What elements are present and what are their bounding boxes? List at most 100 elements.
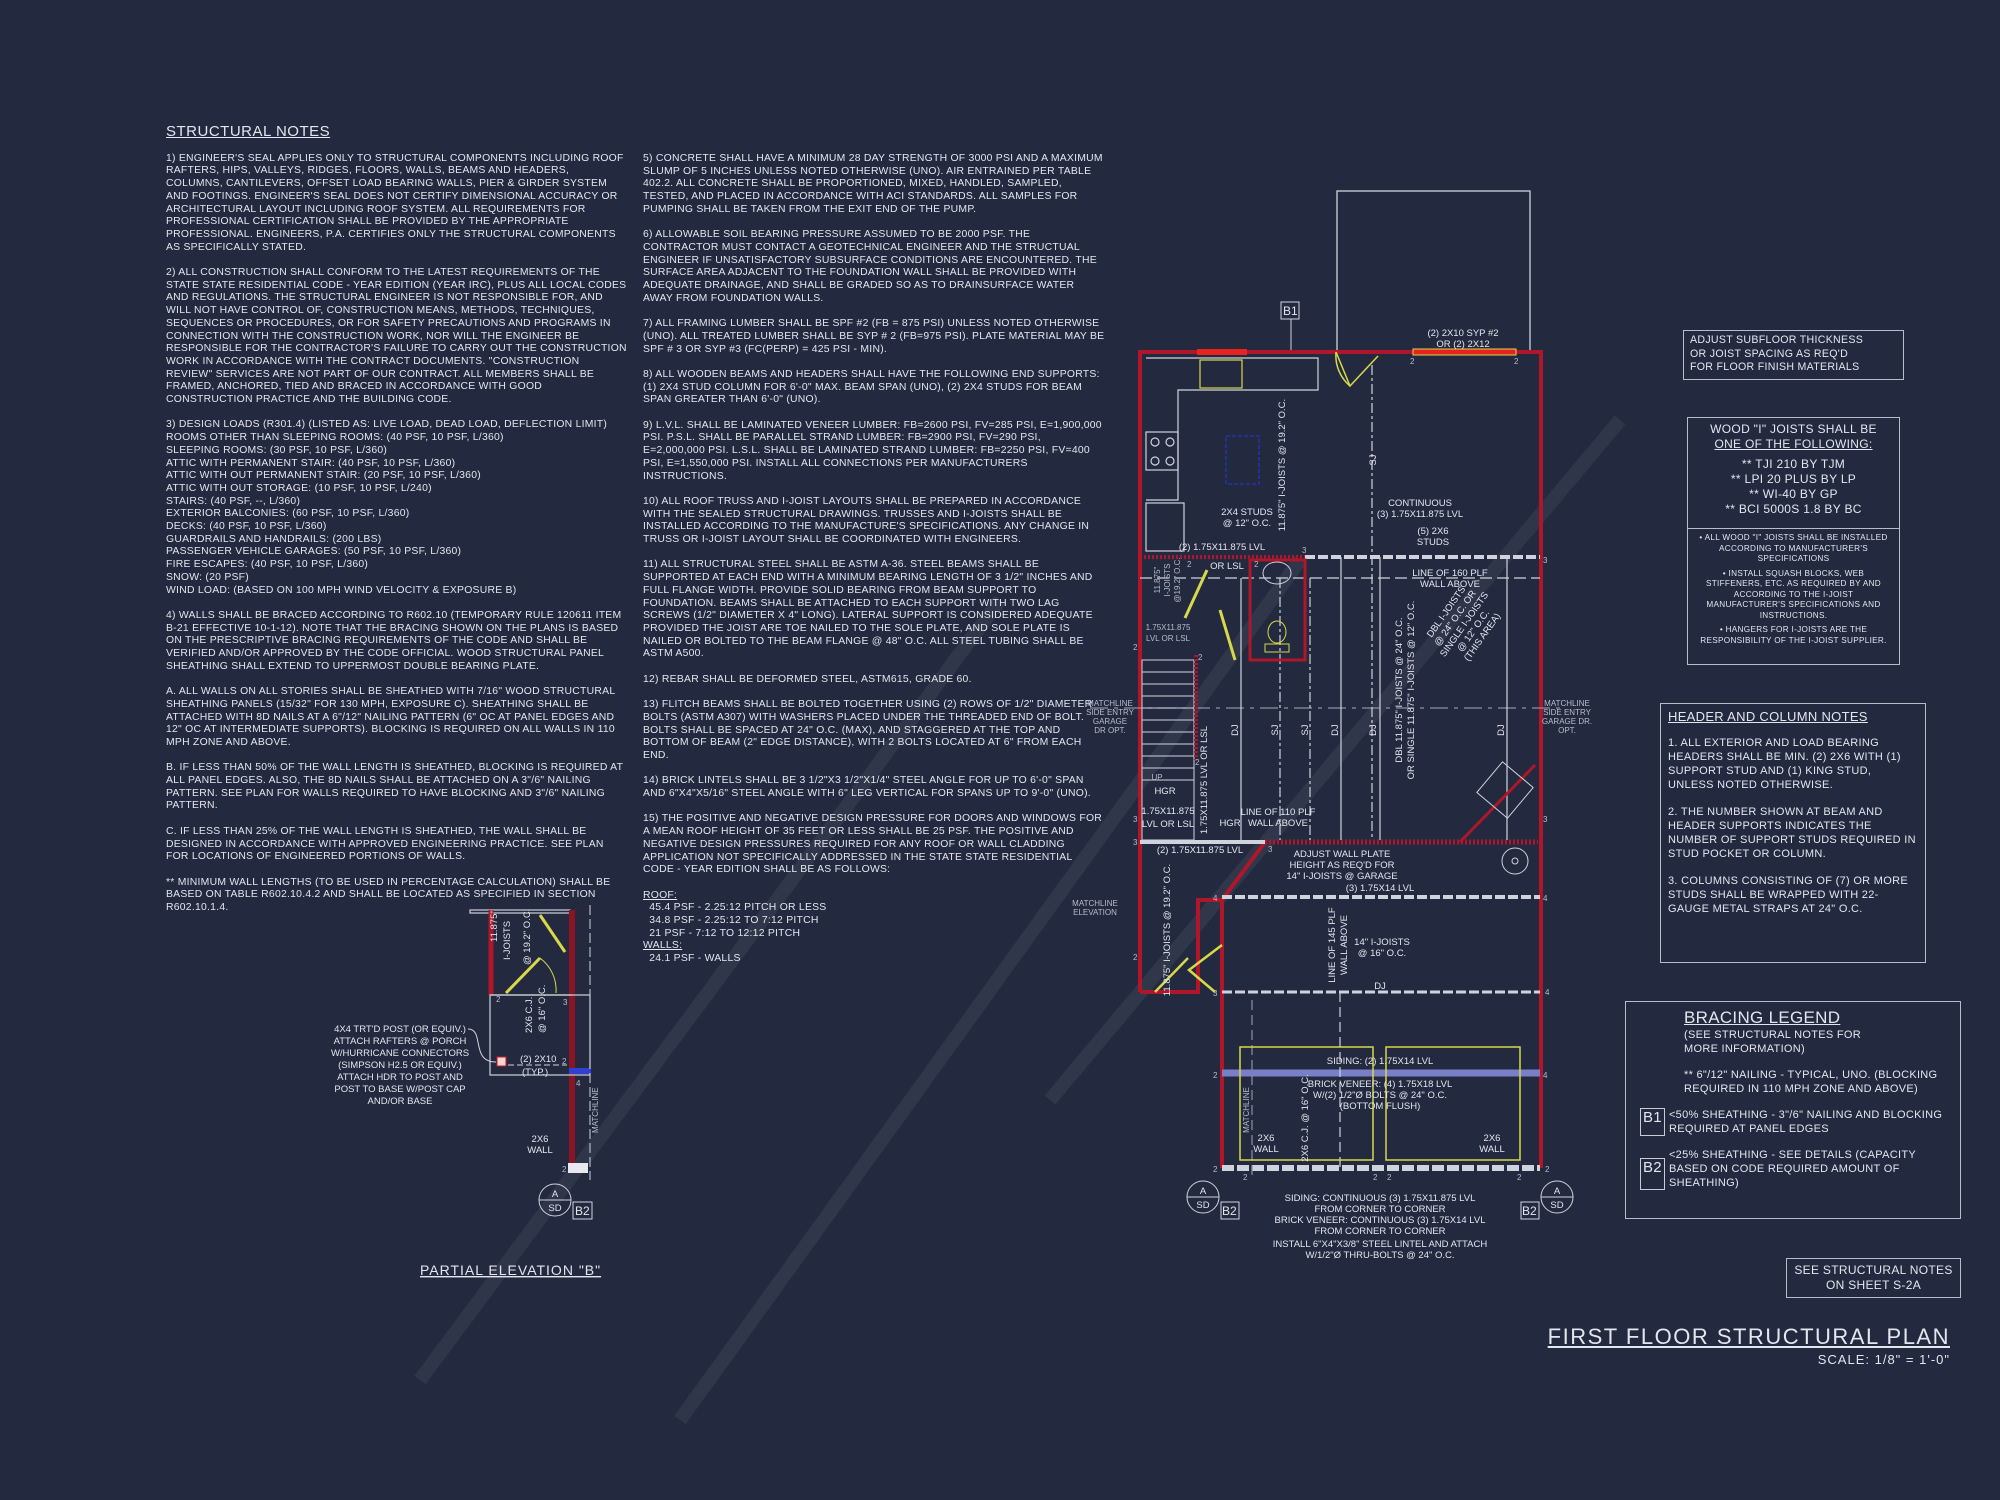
svg-text:(2) 1.75x11.875 LVL: (2) 1.75x11.875 LVL (1157, 845, 1243, 856)
note-2: 2) ALL CONSTRUCTION SHALL CONFORM TO THE… (166, 267, 627, 406)
svg-text:FROM CORNER TO CORNER: FROM CORNER TO CORNER (1314, 1226, 1445, 1237)
island-outline (1225, 435, 1260, 485)
bracing-tag-b1: B1 (1640, 1108, 1665, 1136)
cj-label: @ 16" O.C. (537, 985, 548, 1033)
note-12: 12) REBAR SHALL BE DEFORMED STEEL, ASTM6… (643, 673, 972, 685)
svg-text:@ 12" O.C.: @ 12" O.C. (1223, 518, 1271, 529)
svg-text:14" I-JOISTS: 14" I-JOISTS (1354, 937, 1410, 948)
garage-door-left (1239, 1046, 1374, 1161)
svg-text:BRICK VENEER: CONTINUOUS (3) 1: BRICK VENEER: CONTINUOUS (3) 1.75x14 LVL (1275, 1215, 1486, 1226)
svg-text:MATCHLINE: MATCHLINE (1242, 1087, 1251, 1133)
svg-text:LVL OR LSL: LVL OR LSL (1146, 634, 1191, 643)
support-mark: 4 (576, 1079, 581, 1088)
water-heater-icon (1501, 847, 1529, 875)
svg-text:(2) 1.75x11.875 LVL: (2) 1.75x11.875 LVL (1179, 542, 1265, 553)
note-7: 7) ALL FRAMING LUMBER SHALL BE SPF #2 (F… (643, 318, 1105, 355)
range-icon (1145, 431, 1179, 471)
beams (1090, 365, 1560, 1180)
svg-text:OR (2) 2x12: OR (2) 2x12 (1436, 339, 1489, 350)
bath-walls (1248, 558, 1307, 662)
toilet-icon (1267, 620, 1287, 644)
plan-labels: (2) 2x10 SYP #2 OR (2) 2x12 11.875" I-JO… (1072, 328, 1592, 1261)
svg-text:DJ: DJ (1374, 981, 1386, 992)
structural-notes-middle: 5) CONCRETE SHALL HAVE A MINIMUM 28 DAY … (643, 153, 1105, 966)
stair (1141, 659, 1195, 841)
svg-text:AND/OR BASE: AND/OR BASE (368, 1096, 433, 1107)
svg-text:(3) 1.75x14 LVL: (3) 1.75x14 LVL (1346, 883, 1414, 894)
note-11: 11) ALL STRUCTURAL STEEL SHALL BE ASTM A… (643, 559, 1093, 660)
svg-text:w/(2) 1/2"ø BOLTS @ 24" O.C.: w/(2) 1/2"ø BOLTS @ 24" O.C. (1313, 1090, 1447, 1101)
beam-marker (569, 1068, 591, 1074)
svg-text:WALL ABOVE: WALL ABOVE (1420, 579, 1480, 590)
bracing-legend-box: BRACING LEGEND (SEE STRUCTURAL NOTES FOR… (1625, 1001, 1961, 1219)
partial-elevation-b: 11.875" I-JOISTS @ 19.2" O.C. 2x6 C.J. @… (331, 905, 601, 1278)
note-4a: a. ALL WALLS ON ALL STORIES SHALL BE SHE… (166, 686, 615, 748)
svg-text:MATCHLINE: MATCHLINE (1544, 699, 1590, 708)
note-14: 14) BRICK LINTELS SHALL BE 3 1/2"x3 1/2"… (643, 775, 1091, 800)
joist-label: 11.875" (489, 910, 500, 942)
i-joists-notes: • ALL WOOD "I" JOISTS SHALL BE INSTALLED… (1699, 533, 1888, 645)
joist-label: @ 19.2" O.C. (522, 909, 533, 965)
support-mark: 4 (1545, 988, 1550, 997)
partial-elevation-title: PARTIAL ELEVATION "B" (420, 1262, 601, 1278)
svg-text:w/1/2"ø THRU-BOLTS @ 24" O.C.: w/1/2"ø THRU-BOLTS @ 24" O.C. (1305, 1250, 1454, 1261)
svg-text:@19.2" O.C.: @19.2" O.C. (1173, 557, 1182, 602)
svg-text:(SIMPSON H2.5 OR EQUIV.): (SIMPSON H2.5 OR EQUIV.) (338, 1060, 462, 1071)
svg-text:SIDING: (2) 1.75x14 LVL: SIDING: (2) 1.75x14 LVL (1327, 1056, 1434, 1067)
svg-text:11.875": 11.875" (1153, 566, 1162, 593)
svg-text:OR LSL: OR LSL (1210, 561, 1244, 572)
sheet-title: FIRST FLOOR STRUCTURAL PLAN (1547, 1324, 1950, 1349)
support-mark: 2 (1545, 1165, 1550, 1174)
header-column-notes-box: HEADER AND COLUMN NOTES 1. ALL EXTERIOR … (1660, 703, 1926, 963)
svg-text:(BOTTOM FLUSH): (BOTTOM FLUSH) (1340, 1101, 1421, 1112)
svg-text:SD: SD (548, 1203, 561, 1214)
svg-text:1.75x11.875 LVL OR LSL: 1.75x11.875 LVL OR LSL (1199, 726, 1210, 834)
svg-text:SJ: SJ (1368, 454, 1379, 465)
subfloor-note-box: ADJUST SUBFLOOR THICKNESS OR JOIST SPACI… (1683, 330, 1904, 380)
svg-text:2x6: 2x6 (1258, 1133, 1275, 1144)
svg-text:LINE OF 110 PLF: LINE OF 110 PLF (1241, 807, 1316, 818)
exterior-walls (1138, 350, 1543, 1168)
svg-text:SIDE ENTRY: SIDE ENTRY (1086, 708, 1135, 717)
svg-text:B2: B2 (1522, 1204, 1537, 1218)
svg-text:FROM CORNER TO CORNER: FROM CORNER TO CORNER (1314, 1204, 1445, 1215)
note-min-wall: ** MINIMUM WALL LENGTHS (TO BE USED IN P… (166, 876, 611, 914)
support-mark: 2 (496, 995, 501, 1004)
svg-text:HEIGHT AS REQ'D FOR: HEIGHT AS REQ'D FOR (1289, 860, 1394, 871)
svg-text:ADJUST WALL PLATE: ADJUST WALL PLATE (1294, 849, 1391, 860)
bracing-item-b2: B2 <25% SHEATHING - SEE DETAILS (CAPACIT… (1640, 1148, 1950, 1190)
support-mark: 2 (1133, 953, 1138, 962)
note-6: 6) ALLOWABLE SOIL BEARING PRESSURE ASSUM… (643, 229, 1097, 304)
svg-text:INSTALL 6"x4"x3/8" STEEL LINTE: INSTALL 6"x4"x3/8" STEEL LINTEL AND ATTA… (1273, 1239, 1488, 1250)
svg-text:OR SINGLE 11.875" I-JOISTS @ 1: OR SINGLE 11.875" I-JOISTS @ 12" O.C. (1406, 601, 1417, 780)
svg-text:GARAGE DR.: GARAGE DR. (1542, 717, 1592, 726)
wall-label: 2x6 (532, 1134, 549, 1145)
svg-text:SIDE ENTRY: SIDE ENTRY (1543, 708, 1592, 717)
bracing-tag-b1 (1280, 301, 1300, 320)
support-mark: 2 (562, 1165, 567, 1174)
support-mark: 3 (1133, 838, 1138, 847)
note-5: 5) CONCRETE SHALL HAVE A MINIMUM 28 DAY … (643, 153, 1103, 215)
support-mark: 3 (1213, 989, 1218, 998)
entry-door-icon (1335, 351, 1379, 388)
note-4c: c. IF LESS THAN 25% OF THE WALL LENGTH I… (166, 825, 604, 863)
scale-label: SCALE: 1/8" = 1'-0" (1817, 1352, 1950, 1367)
svg-text:STUDS: STUDS (1417, 537, 1449, 548)
support-mark: 3 (1302, 546, 1307, 555)
bracing-legend-title: BRACING LEGEND (1684, 1008, 1841, 1027)
svg-text:DR OPT.: DR OPT. (1094, 726, 1126, 735)
svg-text:SD: SD (1550, 1200, 1563, 1211)
svg-text:2x6 C.J. @ 16" O.C.: 2x6 C.J. @ 16" O.C. (1300, 1074, 1311, 1161)
wall-label: WALL (527, 1145, 553, 1156)
support-mark: 2 (1373, 1173, 1378, 1182)
svg-text:I-JOISTS: I-JOISTS (1163, 564, 1172, 597)
i-joists-box: WOOD "I" JOISTS SHALL BE ONE OF THE FOLL… (1687, 417, 1900, 665)
svg-text:w/HURRICANE CONNECTORS: w/HURRICANE CONNECTORS (331, 1048, 469, 1059)
support-mark: 2 (1213, 1165, 1218, 1174)
support-mark: 2 (1387, 1173, 1392, 1182)
svg-text:DJ: DJ (1230, 724, 1241, 736)
support-mark: 3 (1268, 845, 1273, 854)
joist-label: I-JOISTS (502, 921, 513, 960)
